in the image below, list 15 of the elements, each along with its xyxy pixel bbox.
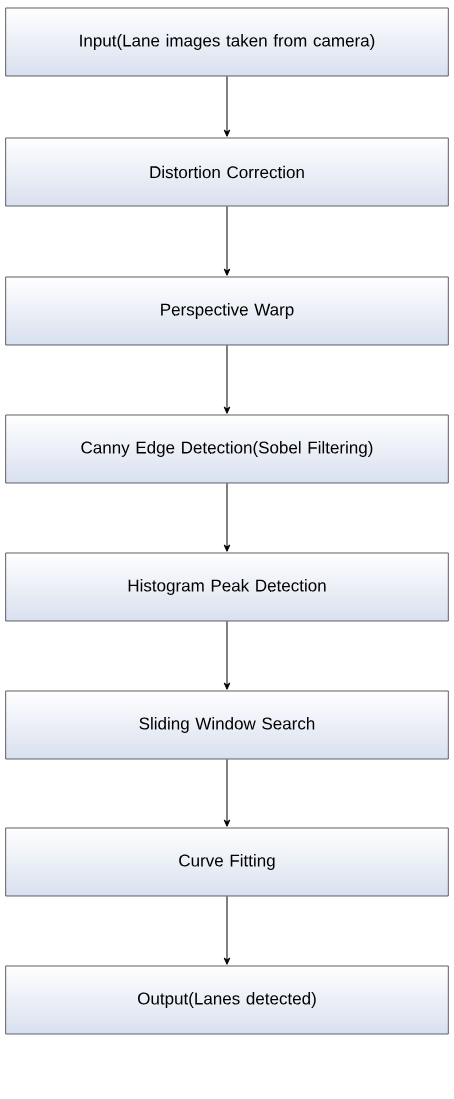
process-box: Canny Edge Detection(Sobel Filtering) <box>5 414 449 484</box>
process-box: Output(Lanes detected) <box>5 965 449 1035</box>
arrow <box>223 205 231 276</box>
arrow <box>223 895 231 965</box>
arrow <box>223 758 231 827</box>
process-box: Distortion Correction <box>5 137 449 207</box>
process-box: Sliding Window Search <box>5 690 449 760</box>
arrow <box>223 344 231 414</box>
process-box: Curve Fitting <box>5 827 449 897</box>
arrow <box>223 482 231 552</box>
process-box: Histogram Peak Detection <box>5 552 449 622</box>
arrow <box>223 75 231 137</box>
arrow <box>223 620 231 690</box>
process-box: Perspective Warp <box>5 276 449 346</box>
process-box: Input(Lane images taken from camera) <box>5 7 449 77</box>
